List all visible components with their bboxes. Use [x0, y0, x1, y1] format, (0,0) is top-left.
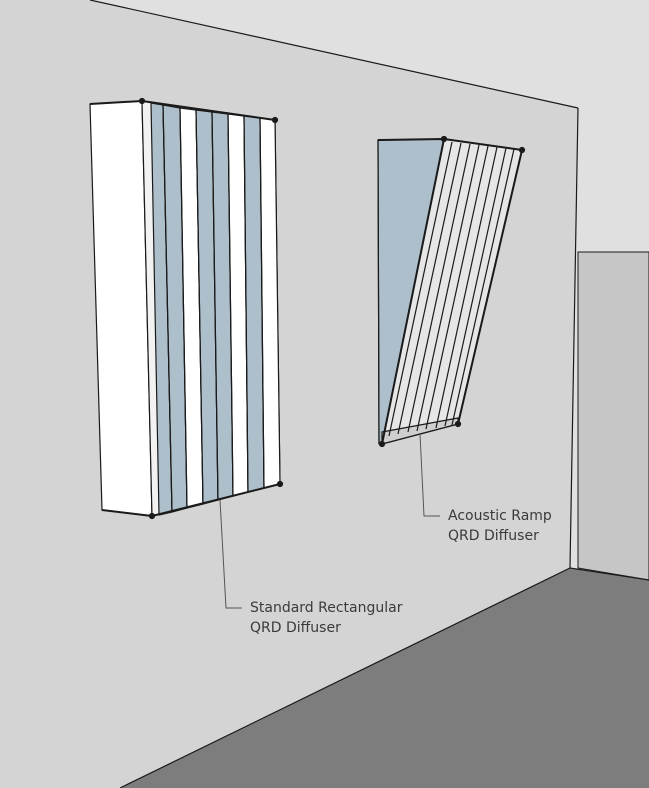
floor: [120, 568, 649, 788]
diffuser-fin: [195, 109, 204, 505]
wall-corner-edge: [569, 107, 579, 569]
ramp-rail: [381, 138, 445, 445]
vertex-dot: [378, 440, 386, 448]
vertex-dot: [440, 135, 448, 143]
diffuser-fin: [259, 117, 265, 489]
ramp-rail: [457, 149, 523, 425]
leader-line-standard: [219, 499, 242, 609]
ramp-slat: [416, 144, 480, 432]
ceiling-edge: [89, 0, 579, 109]
diffuser-fin: [243, 115, 249, 493]
diffuser-fin: [227, 113, 234, 497]
standard-diffuser-label-line2: QRD Diffuser: [250, 620, 341, 636]
ramp-back-edge: [377, 139, 380, 445]
ramp-diffuser-label-line1: Acoustic Ramp: [448, 508, 552, 524]
standard-qrd-diffuser: [89, 97, 284, 520]
ramp-diffuser-label-line2: QRD Diffuser: [448, 528, 539, 544]
vertex-dot: [518, 146, 526, 154]
ramp-slat: [444, 147, 507, 427]
diffuser-fin: [211, 111, 219, 501]
leader-line-ramp: [419, 433, 440, 517]
vertex-dot: [454, 420, 462, 428]
ramp-slat: [388, 141, 453, 437]
ramp-slat: [407, 143, 471, 433]
ramp-slat: [451, 148, 515, 426]
ramp-diffuser-label: Acoustic Ramp QRD Diffuser: [448, 506, 552, 546]
ramp-slat: [397, 142, 462, 435]
floor-edge: [119, 567, 649, 788]
standard-diffuser-label-line1: Standard Rectangular: [250, 600, 403, 616]
vertex-dot: [138, 97, 146, 105]
ramp-qrd-diffuser: [377, 135, 526, 448]
standard-diffuser-label: Standard Rectangular QRD Diffuser: [250, 598, 402, 638]
diffuser-fin: [162, 104, 173, 513]
diffuser-fin: [179, 107, 188, 509]
side-wall: [577, 251, 649, 581]
vertex-dot: [148, 512, 156, 520]
vertex-dot: [271, 116, 279, 124]
vertex-dot: [276, 480, 284, 488]
ramp-slat: [435, 146, 498, 429]
ramp-slat: [425, 145, 489, 430]
